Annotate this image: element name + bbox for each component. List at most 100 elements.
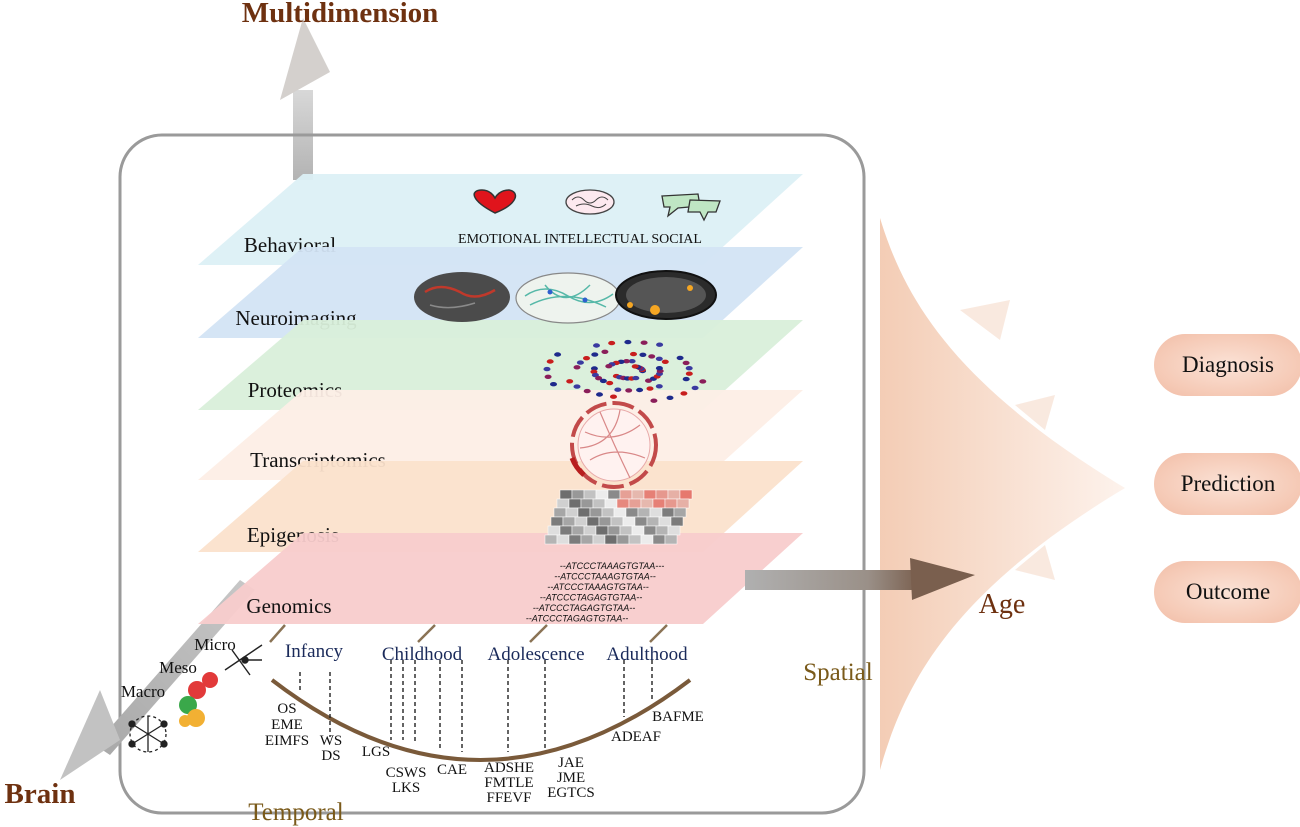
heatmap-cell: [652, 534, 666, 545]
heatmap-cell: [616, 534, 630, 545]
syndrome-cae: CAE: [437, 762, 467, 778]
syndrome-eimfs: EIMFS: [265, 733, 309, 749]
protein-node: [550, 382, 557, 387]
protein-node: [636, 387, 644, 393]
protein-node: [544, 374, 552, 379]
protein-node: [590, 366, 598, 371]
heatmap-cell: [562, 516, 576, 527]
protein-node: [625, 388, 633, 393]
outcome-pill-prediction: Prediction: [1154, 453, 1300, 515]
heatmap-cell: [667, 525, 681, 536]
circos-plot-image: [569, 401, 658, 489]
outcome-fan: [880, 218, 1125, 770]
heatmap-cell: [571, 525, 585, 536]
layer-label-genomics: Genomics: [246, 594, 331, 618]
heatmap-cell: [577, 507, 591, 518]
protein-node: [573, 365, 581, 370]
syndrome-lgs: LGS: [362, 744, 390, 760]
micro-neuron-icon: [224, 644, 263, 676]
protein-node: [650, 398, 658, 403]
syndrome-jae: JAE: [558, 755, 584, 771]
stage-infancy: Infancy: [285, 641, 344, 662]
heatmap-cell: [667, 489, 681, 500]
heatmap-cell: [571, 489, 585, 500]
heatmap-cell: [661, 507, 675, 518]
protein-node: [666, 395, 674, 400]
heatmap-cell: [655, 525, 669, 536]
heatmap-cell: [598, 516, 612, 527]
syndrome-labels: OS EME EIMFS WS DS LGS CSWS LKS CAE ADSH…: [265, 701, 704, 806]
syndrome-adshe: ADSHE: [484, 760, 534, 776]
protein-node: [566, 379, 574, 384]
spatial-label: Spatial: [803, 659, 872, 686]
heatmap-cell: [634, 516, 648, 527]
heatmap-cell: [589, 507, 603, 518]
age-label: Age: [979, 589, 1026, 620]
scale-meso-label: Meso: [159, 658, 197, 677]
protein-node: [680, 391, 688, 396]
heatmap-cell: [592, 498, 606, 509]
heatmap-cell: [547, 525, 561, 536]
stage-connectors: [269, 624, 668, 643]
heatmap-cell: [631, 489, 645, 500]
heatmap-cell: [607, 489, 621, 500]
heart-icon: [473, 189, 517, 214]
heatmap-cell: [649, 507, 663, 518]
protein-node: [554, 352, 562, 357]
heatmap-cell: [622, 516, 636, 527]
protein-node: [576, 360, 584, 365]
syndrome-csws: CSWS: [386, 765, 427, 781]
syndrome-ds: DS: [321, 748, 340, 764]
heatmap-cell: [616, 498, 630, 509]
protein-node: [639, 352, 647, 357]
speech-bubbles-icon: [661, 193, 721, 222]
protein-node: [543, 366, 551, 372]
brain-icon: [565, 189, 615, 215]
heatmap-cell: [676, 498, 690, 509]
syndrome-lks: LKS: [392, 780, 420, 796]
layer-plane-behavioral: [198, 174, 803, 265]
syndrome-fmtle: FMTLE: [484, 775, 533, 791]
cortex-brain-image: [414, 272, 510, 322]
heatmap-cell: [556, 534, 570, 545]
meso-cluster-icon: [179, 672, 218, 727]
heatmap-cell: [592, 534, 606, 545]
brain-label: Brain: [5, 778, 76, 810]
main-frame: [118, 133, 866, 815]
protein-node: [676, 355, 684, 361]
heatmap-cell: [553, 507, 567, 518]
heatmap-cell: [664, 498, 678, 509]
heatmap-cell: [673, 507, 687, 518]
syndrome-eme: EME: [271, 717, 303, 733]
multidimension-label: Multidimension: [242, 0, 439, 29]
heatmap-cell: [610, 516, 624, 527]
heatmap-cell: [640, 534, 654, 545]
heatmap-cell: [574, 516, 588, 527]
outcome-label: Outcome: [1185, 579, 1271, 604]
methylation-heatmap-image: [544, 489, 693, 545]
heatmap-cell: [625, 507, 639, 518]
scale-micro-label: Micro: [194, 635, 236, 654]
outcome-pill-diagnosis: Diagnosis: [1154, 334, 1300, 396]
syndrome-adeaf: ADEAF: [611, 729, 661, 745]
syndrome-egtcs: EGTCS: [547, 785, 595, 801]
heatmap-cell: [559, 489, 573, 500]
tractography-brain-image: [515, 272, 621, 324]
protein-node: [646, 386, 654, 391]
protein-node: [599, 378, 607, 384]
protein-node: [601, 349, 609, 354]
heatmap-cell: [619, 525, 633, 536]
heatmap-cell: [580, 534, 594, 545]
dna-sequence-line: --ATCCCTAAAGTGTAA---: [560, 561, 665, 571]
heatmap-cell: [580, 498, 594, 509]
protein-node: [630, 351, 637, 357]
dna-sequences: --ATCCCTAAAGTGTAA-----ATCCCTAAAGTGTAA---…: [526, 561, 665, 624]
protein-node: [655, 384, 663, 389]
protein-node: [656, 342, 664, 347]
heatmap-cell: [604, 498, 618, 509]
protein-node: [573, 384, 581, 389]
heatmap-cell: [613, 507, 627, 518]
diagnosis-label: Diagnosis: [1182, 352, 1274, 377]
heatmap-cell: [664, 534, 678, 545]
